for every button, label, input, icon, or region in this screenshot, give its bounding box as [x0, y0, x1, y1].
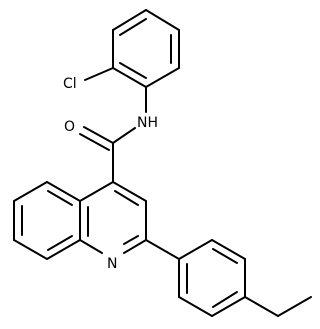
ethylphenyl-ring	[178, 239, 246, 317]
chlorophenyl-ring	[112, 9, 180, 88]
ethyl-group	[244, 296, 312, 317]
chlorine-label: Cl	[63, 76, 77, 92]
carbonyl-oxygen-label: O	[64, 119, 75, 135]
quinoline-aryl-bond	[145, 239, 180, 260]
quinoline-benzo-ring	[13, 181, 81, 260]
amide-carbon-nitrogen-bond	[112, 127, 136, 144]
amide-nitrogen-label: NH	[137, 115, 158, 131]
carbon-chlorine-bond	[84, 67, 114, 81]
carbonyl-double-bond	[79, 126, 114, 151]
quinoline-pyridine-ring	[79, 181, 147, 254]
quinoline-nitrogen-label: N	[107, 256, 117, 272]
